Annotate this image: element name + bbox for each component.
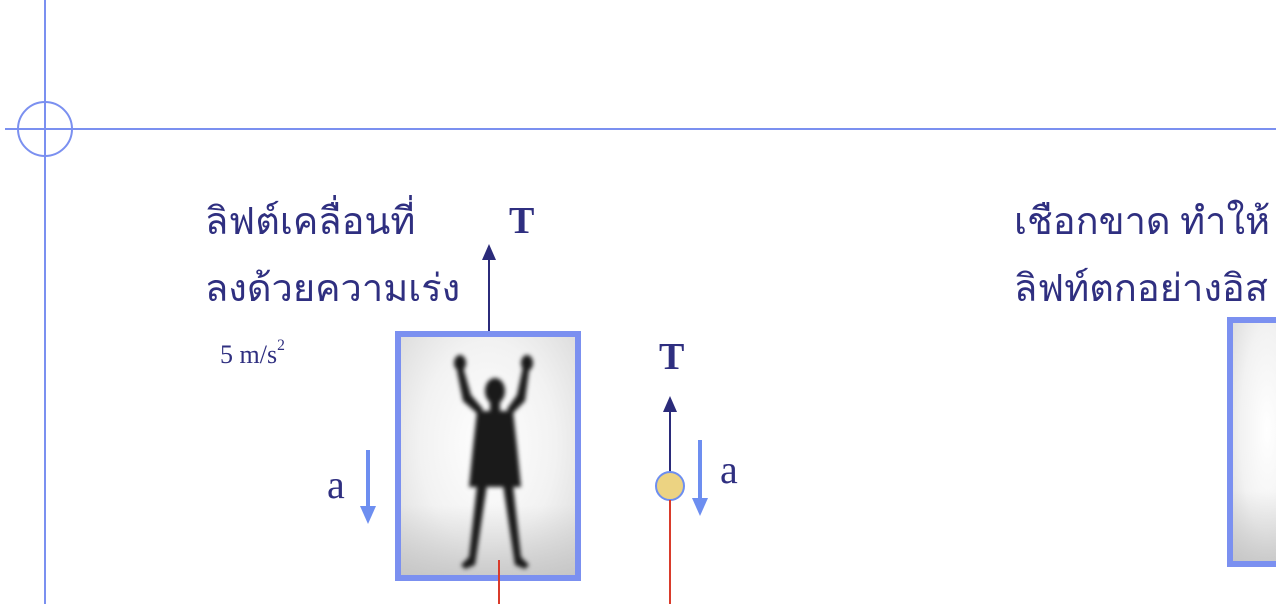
acceleration-exponent: 2	[277, 337, 285, 354]
crosshair-circle	[17, 101, 73, 157]
floor-shadow-right	[1233, 491, 1276, 561]
lift-acceleration-arrow-head	[360, 506, 376, 524]
point-mass-circle-icon	[655, 471, 685, 501]
acceleration-value: 5 m/s2	[220, 338, 285, 369]
fbd-acceleration-label: a	[720, 447, 738, 492]
right-title-line-2: ลิฟท์ตกอย่างอิส	[1014, 268, 1268, 310]
person-arms-raised-silhouette-icon	[454, 355, 533, 569]
lift-photo-frame	[395, 331, 581, 581]
lift-tension-arrow-head	[482, 244, 496, 260]
lift-tension-label: T	[509, 200, 535, 242]
free-fall-lift-photo-frame	[1227, 317, 1276, 567]
fbd-tension-label: T	[659, 336, 685, 378]
right-title-line-1: เชือกขาด ทำให้	[1014, 201, 1271, 243]
fbd-tension-arrow-head	[663, 396, 677, 412]
fbd-acceleration-arrow-head	[692, 498, 708, 516]
lift-acceleration-label: a	[327, 462, 345, 507]
left-title-line-2: ลงด้วยความเร่ง	[205, 268, 461, 310]
left-title-line-1: ลิฟต์เคลื่อนที่	[205, 201, 416, 243]
acceleration-value-text: 5 m/s	[220, 340, 278, 369]
floor-shadow	[401, 505, 575, 575]
